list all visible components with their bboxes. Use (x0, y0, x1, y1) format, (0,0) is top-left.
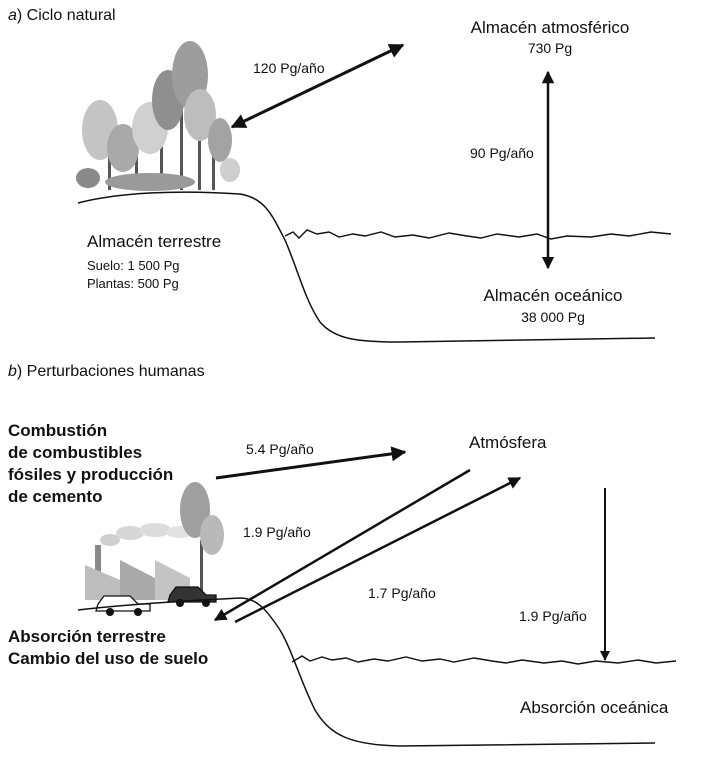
land-atmosphere-arrow (230, 43, 405, 129)
section-a-letter: a (8, 7, 17, 24)
combustion-line-2: de combustibles (8, 443, 143, 462)
ocean-store-value: 38 000 Pg (521, 309, 585, 325)
section-b-letter: b (8, 363, 17, 380)
ocean-store-label: Almacén oceánico (483, 286, 623, 305)
car-icon (167, 586, 217, 607)
atmosphere-store-value: 730 Pg (527, 40, 573, 56)
plants-store-value: Plantas: 500 Pg (87, 276, 179, 291)
land-use-arrow (234, 476, 522, 624)
land-use-label: Cambio del uso de suelo (8, 649, 209, 668)
ocean-surface-b (291, 655, 677, 665)
land-uptake-flux-label: 1.9 Pg/año (243, 524, 311, 540)
atmosphere-store-label: Almacén atmosférico (470, 18, 630, 37)
ground-profile-a (77, 191, 656, 343)
panel-a-landscape (76, 41, 672, 343)
section-a-text: ) Ciclo natural (16, 7, 116, 24)
ocean-atmosphere-flux-label: 90 Pg/año (470, 145, 534, 161)
land-store-label: Almacén terrestre (87, 232, 222, 251)
soil-store-value: Suelo: 1 500 Pg (87, 258, 180, 273)
land-uptake-label: Absorción terrestre (8, 627, 166, 646)
land-uptake-arrow (213, 468, 471, 622)
combustion-line-4: de cemento (8, 487, 103, 506)
combustion-line-3: fósiles y producción (8, 465, 174, 484)
combustion-line-1: Combustión (8, 421, 108, 440)
tree-cluster-illustration (76, 41, 240, 191)
ground-profile-b (77, 597, 656, 747)
land-use-flux-label: 1.7 Pg/año (368, 585, 436, 601)
atmosphere-label: Atmósfera (469, 433, 547, 452)
fossil-flux-label: 5.4 Pg/año (246, 441, 314, 457)
ocean-uptake-label: Absorción oceánica (520, 698, 669, 717)
land-atmosphere-flux-label: 120 Pg/año (253, 60, 325, 76)
section-b-text: ) Perturbaciones humanas (16, 363, 205, 380)
section-a-title: a) Ciclo natural (8, 7, 116, 25)
fossil-fuel-arrow (215, 446, 407, 480)
ocean-uptake-flux-label: 1.9 Pg/año (519, 608, 587, 624)
section-b-title: b) Perturbaciones humanas (8, 363, 205, 381)
ocean-surface-a (284, 229, 672, 240)
combustion-label: Combustión de combustibles fósiles y pro… (8, 420, 173, 508)
panel-b-landscape (77, 446, 677, 747)
